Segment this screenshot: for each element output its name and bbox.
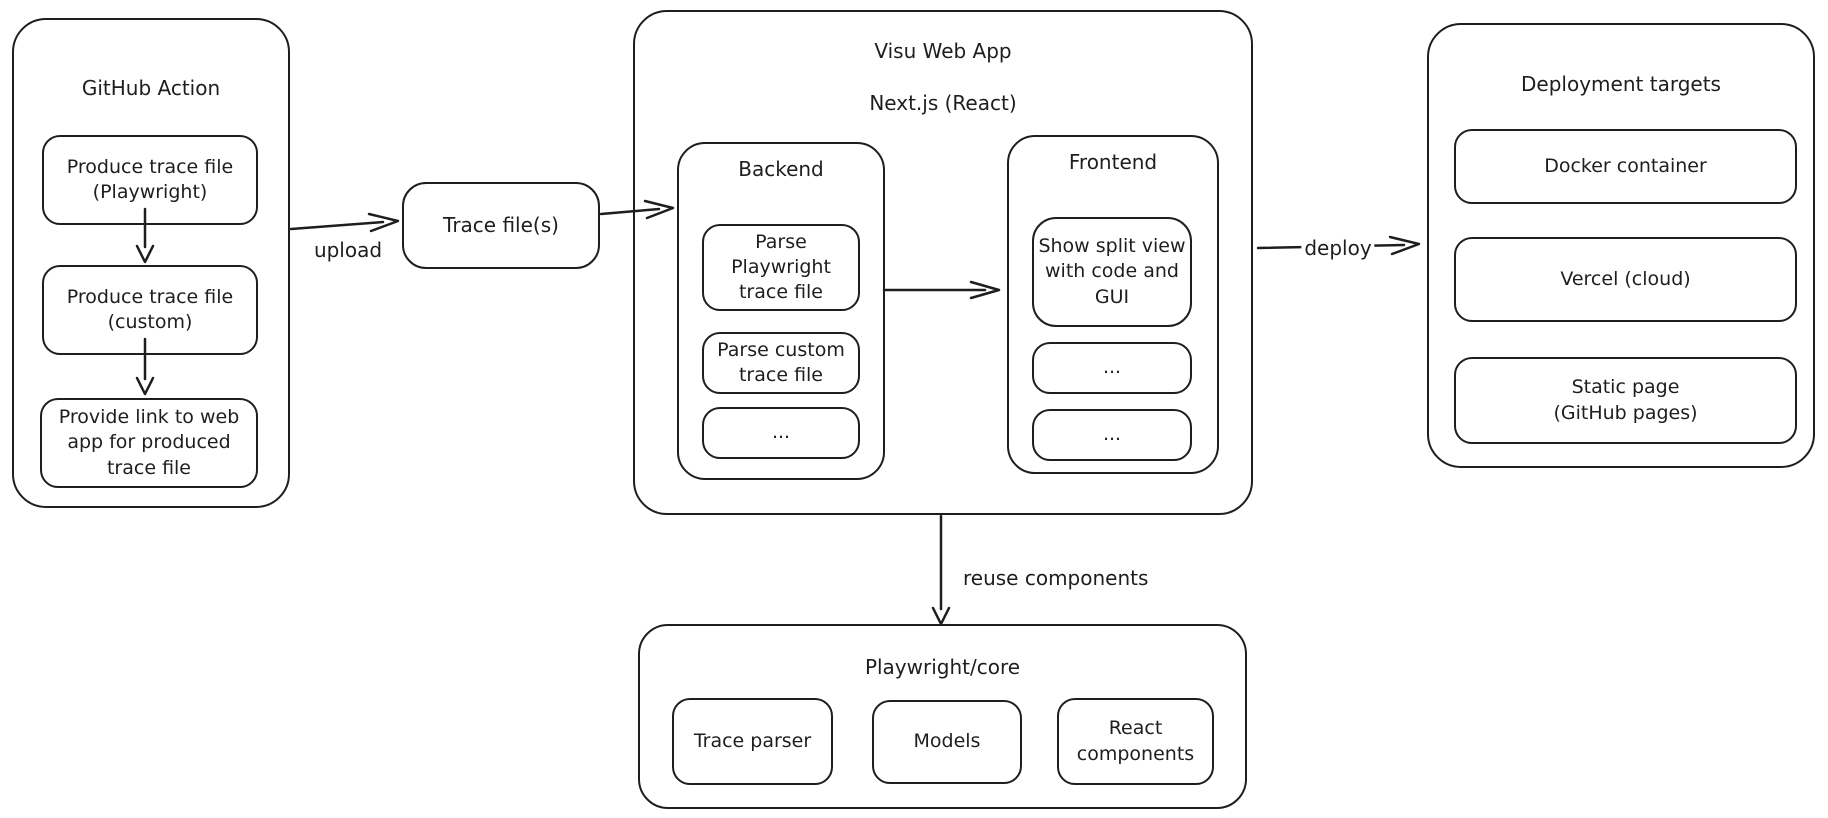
node-frontend-more-2: ...: [1032, 409, 1192, 461]
frontend-title: Frontend: [1068, 150, 1158, 174]
edge-label-deploy: deploy: [1301, 236, 1375, 260]
node-produce-trace-custom: Produce trace file (custom): [42, 265, 258, 355]
arrow-reuse-components: [931, 514, 951, 626]
node-frontend-more-1: ...: [1032, 342, 1192, 394]
node-visu-web-app: Visu Web App Next.js (React) Backend Par…: [633, 10, 1253, 515]
node-deployment-targets: Deployment targets Docker container Verc…: [1427, 23, 1815, 468]
node-parse-custom-trace: Parse custom trace file: [702, 332, 860, 394]
visu-web-app-subtitle: Next.js (React): [869, 91, 1017, 115]
node-parse-playwright-trace: Parse Playwright trace file: [702, 224, 860, 311]
deployment-targets-title: Deployment targets: [1521, 72, 1721, 96]
node-backend-more: ...: [702, 407, 860, 459]
node-static-page: Static page (GitHub pages): [1454, 357, 1797, 444]
node-produce-trace-playwright: Produce trace file (Playwright): [42, 135, 258, 225]
node-frontend: Frontend Show split view with code and G…: [1007, 135, 1219, 474]
node-models: Models: [872, 700, 1022, 784]
edge-label-upload: upload: [313, 238, 383, 262]
edge-label-reuse-components: reuse components: [963, 566, 1149, 590]
playwright-core-title: Playwright/core: [864, 655, 1021, 679]
node-trace-parser: Trace parser: [672, 698, 833, 785]
node-vercel-cloud: Vercel (cloud): [1454, 237, 1797, 322]
github-action-title: GitHub Action: [81, 76, 221, 100]
backend-title: Backend: [738, 157, 824, 181]
node-trace-files: Trace file(s): [402, 182, 600, 269]
node-react-components: React components: [1057, 698, 1214, 785]
node-show-split-view: Show split view with code and GUI: [1032, 217, 1192, 327]
node-backend: Backend Parse Playwright trace file Pars…: [677, 142, 885, 480]
arrow-upload: [289, 212, 400, 233]
node-provide-link: Provide link to web app for produced tra…: [40, 398, 258, 488]
node-github-action: GitHub Action Produce trace file (Playwr…: [12, 18, 290, 508]
node-playwright-core: Playwright/core Trace parser Models Reac…: [638, 624, 1247, 809]
node-docker-container: Docker container: [1454, 129, 1797, 204]
visu-web-app-title: Visu Web App: [874, 39, 1012, 63]
